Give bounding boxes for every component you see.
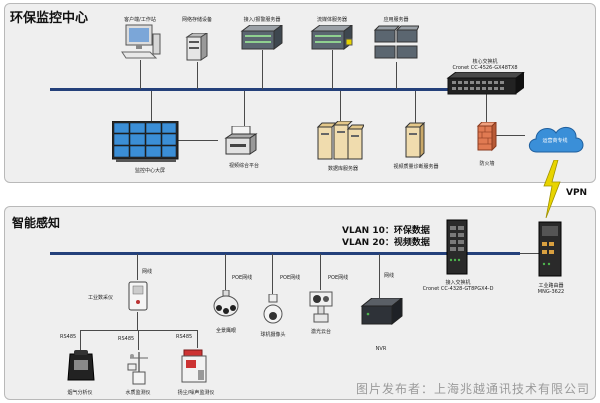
dome-camera-icon (263, 294, 283, 324)
link (137, 254, 138, 280)
server-cluster-icon (373, 25, 419, 59)
flue-gas-analyzer-icon (67, 350, 95, 381)
top-section-title: 环保监控中心 (10, 11, 89, 26)
access-switch-model: Cronet CC-4328-GT8PGX4-D (422, 286, 494, 292)
link (138, 330, 139, 350)
device-label: 应用服务器 (383, 17, 409, 23)
device-label: 视频质量诊断服务器 (393, 164, 439, 170)
device-label: 数据库服务器 (327, 166, 359, 172)
link (244, 91, 245, 127)
workstation-icon (121, 24, 161, 59)
link (197, 330, 198, 348)
core-switch-icon (446, 72, 525, 95)
cable-label: RS485 (176, 334, 193, 340)
link (80, 330, 81, 350)
router-label: 工业路由器 (538, 283, 564, 289)
server-rack-icon (310, 25, 353, 50)
device-label: 视频综合平台 (228, 163, 260, 169)
device-label: 激光云台 (310, 329, 332, 335)
storage-icon (185, 33, 208, 61)
watermark: 图片发布者：上海兆越通讯技术有限公司 (355, 382, 590, 396)
vlan-10-label: VLAN 10：环保数据 (342, 226, 430, 236)
link (80, 330, 198, 331)
vpn-bolt-icon (543, 160, 561, 218)
panoramic-camera-icon (213, 290, 239, 317)
water-quality-icon (127, 352, 148, 385)
cable-label: RS485 (60, 334, 77, 340)
collector-label: 工业数采仪 (88, 295, 114, 301)
cable-label: POE网线 (280, 275, 301, 281)
device-label: 监控中心大屏 (134, 168, 166, 174)
link (495, 135, 525, 136)
database-server-icon (316, 121, 364, 160)
device-label: 接入/报警服务器 (243, 17, 281, 23)
link (520, 253, 542, 254)
cable-label: 网线 (384, 273, 395, 279)
access-switch-icon (446, 219, 468, 275)
core-switch-model: Cronet CC-4526-GX48TX8 (452, 65, 518, 71)
bottom-bus-line (50, 252, 520, 255)
core-switch-label: 核心交换机 (472, 59, 498, 65)
laser-ptz-icon (309, 291, 333, 323)
vpn-label: VPN (566, 188, 588, 198)
device-label: 球机摄像头 (260, 332, 286, 338)
video-platform-icon (224, 126, 258, 155)
link (396, 62, 397, 89)
video-wall-icon (112, 121, 179, 162)
device-label: 客户端/工作站 (124, 17, 156, 23)
cable-label: RS485 (118, 336, 135, 342)
device-label: 网络存储设备 (181, 17, 213, 23)
link (320, 254, 321, 290)
sensor-label: 水质监测仪 (125, 390, 151, 396)
cloud-icon (528, 126, 584, 153)
sensor-label: 扬尘/噪声监测仪 (177, 390, 215, 396)
cable-label: 网线 (142, 269, 153, 275)
link (415, 91, 416, 123)
diagnosis-server-icon (404, 122, 426, 158)
data-collector-icon (128, 281, 148, 311)
sensor-label: 烟气分析仪 (67, 390, 93, 396)
link (151, 91, 152, 123)
link (225, 254, 226, 290)
device-label: 全景鹰眼 (215, 328, 237, 334)
link (340, 91, 341, 123)
bottom-panel (4, 206, 596, 400)
link (178, 140, 218, 141)
router-model: MNG-3622 (537, 289, 565, 295)
link (262, 50, 263, 89)
cable-label: POE网线 (328, 275, 349, 281)
server-rack-icon (240, 25, 283, 50)
link (379, 254, 380, 298)
link (137, 312, 138, 330)
top-bus-line (50, 88, 520, 91)
dust-noise-monitor-icon (181, 349, 207, 383)
link (272, 254, 273, 294)
firewall-icon (476, 122, 497, 152)
link (332, 50, 333, 89)
device-label: 防火墙 (479, 161, 495, 167)
access-switch-label: 接入交换机 (445, 280, 471, 286)
device-label: NVR (375, 346, 387, 352)
cable-label: POE网线 (232, 275, 253, 281)
nvr-icon (360, 298, 403, 326)
vlan-20-label: VLAN 20：视频数据 (342, 238, 430, 248)
device-label: 流媒体服务器 (316, 17, 348, 23)
link (140, 60, 141, 89)
link (486, 91, 487, 123)
cloud-label: 运营商专线 (542, 138, 568, 144)
bottom-section-title: 智能感知 (12, 216, 61, 230)
industrial-router-icon (538, 221, 562, 277)
link (197, 62, 198, 89)
